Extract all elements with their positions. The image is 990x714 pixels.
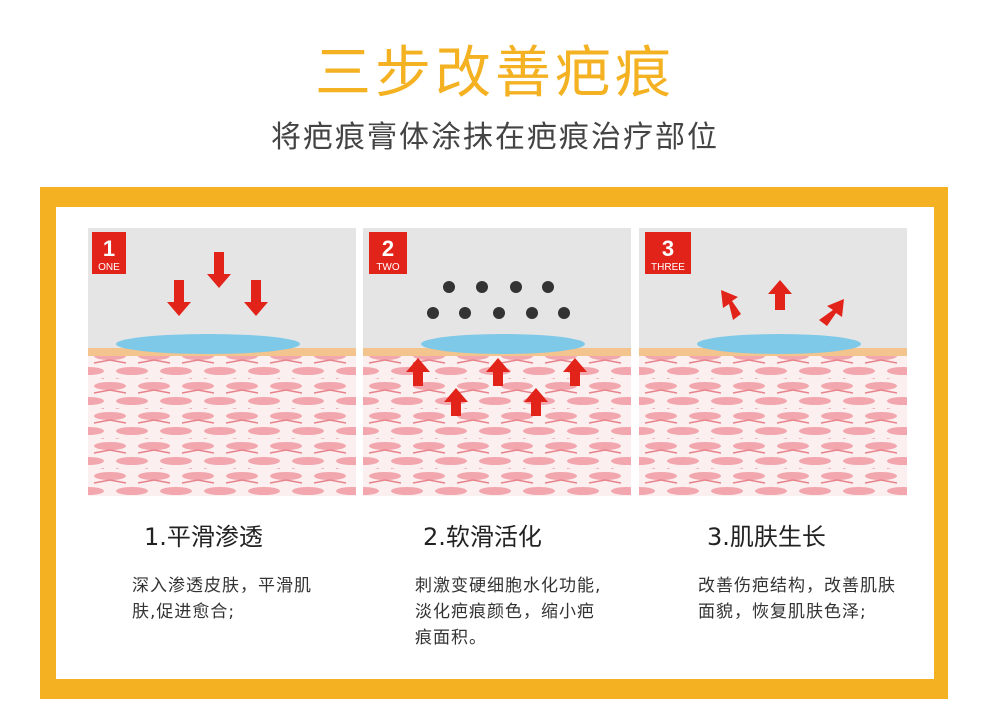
step-1-illustration: 1 ONE bbox=[88, 228, 356, 496]
step-3-badge bbox=[645, 232, 691, 274]
page-title: 三步改善疤痕 bbox=[315, 41, 675, 106]
step-1-badge-number: 1 bbox=[103, 236, 115, 261]
step-1-description: 深入渗透皮肤，平滑肌肤,促进愈合; bbox=[132, 576, 312, 622]
step-2-title: 2.软滑活化 bbox=[423, 523, 542, 551]
step-2-badge-word: TWO bbox=[376, 262, 400, 273]
step-3-illustration: 3 THREE bbox=[639, 228, 907, 496]
step-3-description: 改善伤疤结构，改善肌肤面貌，恢复肌肤色泽; bbox=[698, 576, 896, 622]
step-2-badge-number: 2 bbox=[382, 236, 394, 261]
page-subtitle: 将疤痕膏体涂抹在疤痕治疗部位 bbox=[271, 120, 719, 155]
step-3-title: 3.肌肤生长 bbox=[707, 523, 826, 551]
step-1-title: 1.平滑渗透 bbox=[144, 523, 263, 551]
step-2-illustration: 2 TWO bbox=[363, 228, 631, 496]
step-3-badge-word: THREE bbox=[651, 262, 685, 273]
step-2-badge bbox=[369, 232, 407, 274]
step-3-badge-number: 3 bbox=[662, 236, 674, 261]
step-1-badge bbox=[92, 232, 126, 274]
step-2-description: 刺激变硬细胞水化功能,淡化疤痕颜色，缩小疤痕面积。 bbox=[415, 576, 602, 648]
step-1-badge-word: ONE bbox=[98, 262, 120, 273]
